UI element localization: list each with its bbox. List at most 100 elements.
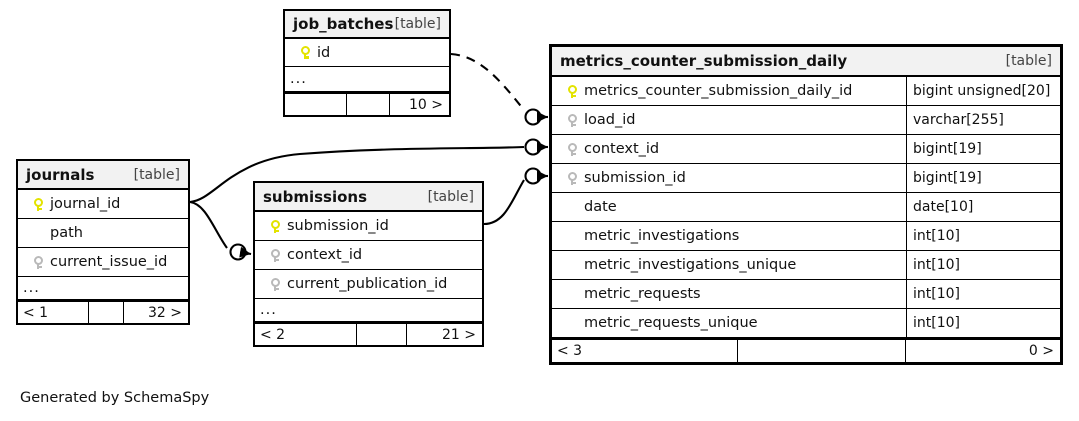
table-footer-submissions: < 2 21 > — [255, 322, 482, 345]
footer-left[interactable]: < 2 — [260, 326, 286, 343]
table-title: job_batches — [293, 15, 394, 33]
primary-key-icon — [26, 197, 50, 211]
column-label: metrics_counter_submission_daily_id — [584, 83, 853, 99]
more-columns-row: ... — [255, 299, 482, 322]
table-header-journals: journals [table] — [18, 161, 188, 190]
more-columns-row: ... — [18, 277, 188, 300]
column-type: int[10] — [906, 280, 1060, 308]
column-row-submission-id[interactable]: submission_id — [255, 212, 482, 241]
column-name-cell: submission_id — [552, 164, 906, 192]
column-row-current-publication-id[interactable]: current_publication_id — [255, 270, 482, 299]
table-header-submissions: submissions [table] — [255, 183, 482, 212]
column-row-load-id[interactable]: load_id varchar[255] — [552, 106, 1060, 135]
column-name-cell: metrics_counter_submission_daily_id — [552, 77, 906, 105]
column-label: current_issue_id — [50, 254, 168, 270]
column-type: bigint[19] — [906, 164, 1060, 192]
column-row-id[interactable]: id — [285, 39, 449, 67]
edge-submissions-submission-id — [483, 167, 548, 226]
footer-right[interactable]: 0 > — [1028, 343, 1054, 359]
column-label: id — [317, 44, 331, 61]
footer-left[interactable]: < 1 — [23, 304, 49, 321]
ellipsis-label: ... — [260, 302, 277, 318]
column-name-cell: metric_requests_unique — [552, 309, 906, 337]
column-row-path[interactable]: path — [18, 219, 188, 248]
column-type: int[10] — [906, 309, 1060, 337]
column-label: metric_requests — [584, 286, 701, 302]
column-label: path — [50, 225, 83, 241]
column-type: int[10] — [906, 251, 1060, 279]
column-row-context-id[interactable]: context_id bigint[19] — [552, 135, 1060, 164]
column-label: current_publication_id — [287, 276, 448, 292]
footer-middle — [346, 94, 390, 115]
table-metrics-counter-submission-daily[interactable]: metrics_counter_submission_daily [table]… — [549, 44, 1063, 365]
column-label: metric_requests_unique — [584, 315, 758, 331]
column-label: context_id — [287, 247, 363, 263]
ellipsis-cell: ... — [18, 277, 188, 299]
table-journals[interactable]: journals [table] journal_id path curre — [16, 159, 190, 325]
column-row-journal-id[interactable]: journal_id — [18, 190, 188, 219]
column-name-cell: metric_investigations_unique — [552, 251, 906, 279]
footer-left[interactable] — [285, 94, 346, 115]
column-label: submission_id — [584, 170, 686, 186]
footer-middle — [356, 324, 407, 345]
column-name-cell: metric_investigations — [552, 222, 906, 250]
column-label: journal_id — [50, 196, 121, 212]
column-label: context_id — [584, 141, 660, 157]
foreign-key-icon — [263, 248, 287, 262]
table-footer-journals: < 1 32 > — [18, 300, 188, 323]
foreign-key-icon — [560, 171, 584, 185]
column-label: load_id — [584, 112, 636, 128]
footer-left[interactable]: < 3 — [557, 343, 583, 359]
column-name-cell: path — [18, 219, 188, 247]
table-header-metrics: metrics_counter_submission_daily [table] — [552, 47, 1060, 77]
table-tag: [table] — [394, 16, 441, 32]
generated-by-note: Generated by SchemaSpy — [20, 390, 210, 406]
column-row-metric-requests[interactable]: metric_requests int[10] — [552, 280, 1060, 309]
column-label: submission_id — [287, 218, 389, 234]
ellipsis-label: ... — [23, 280, 40, 296]
column-type: date[10] — [906, 193, 1060, 221]
table-tag: [table] — [427, 188, 474, 205]
column-row-metric-investigations-unique[interactable]: metric_investigations_unique int[10] — [552, 251, 1060, 280]
ellipsis-cell: ... — [285, 67, 449, 91]
table-tag: [table] — [1005, 53, 1052, 69]
foreign-key-icon — [560, 142, 584, 156]
column-row-metrics-counter-submission-daily-id[interactable]: metrics_counter_submission_daily_id bigi… — [552, 77, 1060, 106]
column-name-cell: id — [285, 39, 449, 66]
table-job-batches[interactable]: job_batches [table] id ... 10 > — [283, 9, 451, 117]
footer-middle — [737, 340, 906, 362]
ellipsis-cell: ... — [255, 299, 482, 321]
column-name-cell: context_id — [552, 135, 906, 163]
foreign-key-icon — [263, 277, 287, 291]
column-row-context-id[interactable]: context_id — [255, 241, 482, 270]
column-row-metric-requests-unique[interactable]: metric_requests_unique int[10] — [552, 309, 1060, 338]
column-name-cell: current_publication_id — [255, 270, 482, 298]
column-label: date — [584, 199, 617, 215]
column-type: bigint[19] — [906, 135, 1060, 163]
column-name-cell: context_id — [255, 241, 482, 269]
column-label: metric_investigations_unique — [584, 257, 797, 273]
column-name-cell: current_issue_id — [18, 248, 188, 276]
column-type: varchar[255] — [906, 106, 1060, 134]
footer-right[interactable]: 10 > — [409, 96, 443, 113]
foreign-key-icon — [26, 255, 50, 269]
column-row-current-issue-id[interactable]: current_issue_id — [18, 248, 188, 277]
table-submissions[interactable]: submissions [table] submission_id contex… — [253, 181, 484, 347]
column-row-submission-id[interactable]: submission_id bigint[19] — [552, 164, 1060, 193]
footer-right[interactable]: 21 > — [442, 326, 476, 343]
column-type: bigint unsigned[20] — [906, 77, 1060, 105]
table-title: metrics_counter_submission_daily — [560, 52, 848, 70]
edge-journals-submissions-context — [189, 200, 252, 261]
column-name-cell: load_id — [552, 106, 906, 134]
table-title: submissions — [263, 187, 368, 206]
column-name-cell: submission_id — [255, 212, 482, 240]
primary-key-icon — [293, 46, 317, 59]
column-name-cell: metric_requests — [552, 280, 906, 308]
footer-right[interactable]: 32 > — [148, 304, 182, 321]
column-row-date[interactable]: date date[10] — [552, 193, 1060, 222]
foreign-key-icon — [560, 113, 584, 127]
column-label: metric_investigations — [584, 228, 740, 244]
edge-job-batches-load-id — [450, 52, 548, 126]
column-row-metric-investigations[interactable]: metric_investigations int[10] — [552, 222, 1060, 251]
